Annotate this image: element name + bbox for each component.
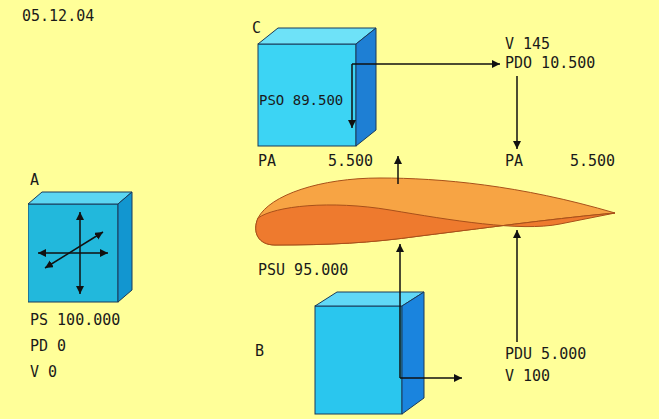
value-label: PA [505,153,523,170]
date-label: 05.12.04 [22,8,94,25]
pressure-value: PSO 89.500 [259,92,343,109]
cube-letter: C [252,20,261,37]
value-label: PSU 95.000 [258,262,348,279]
pressure-arrow [516,76,518,149]
cube-shape [252,288,428,416]
cube-top [28,192,132,204]
value-label: PD 0 [30,338,66,355]
value-label: PDO 10.500 [505,55,595,72]
cube-front [258,44,356,146]
pressure-arrow [79,212,81,294]
cube-side [356,28,376,146]
value-label: V 0 [30,364,57,381]
cube-side [118,192,132,302]
cube-box: B [252,288,428,416]
cube-shape [252,20,378,148]
value-label: V 100 [505,368,550,385]
cube-box: A [28,172,134,304]
dynamic-pressure-arrow [400,377,462,379]
cube-shape [28,172,134,304]
value-label: 5.500 [570,153,615,170]
cube-letter: A [30,172,39,189]
static-pressure-arrow [351,64,353,128]
static-pressure-arrow [399,244,401,378]
cube-letter: B [255,343,264,360]
airfoil-upper [256,178,615,245]
value-label: V 145 [505,36,550,53]
airfoil-lower [256,205,615,245]
pressure-arrow [45,232,103,268]
value-label: PDU 5.000 [505,346,586,363]
cube-box: C PSO 89.500 [252,20,378,148]
dynamic-pressure-arrow [352,63,500,65]
value-label: PA [258,153,276,170]
value-label: PS 100.000 [30,312,120,329]
lift-arrow [397,156,399,184]
pressure-arrow [516,230,518,342]
value-label: 5.500 [328,153,373,170]
cube-front [315,306,402,414]
pressure-arrow [38,252,108,254]
cube-side [402,292,424,414]
cube-front [28,204,118,302]
